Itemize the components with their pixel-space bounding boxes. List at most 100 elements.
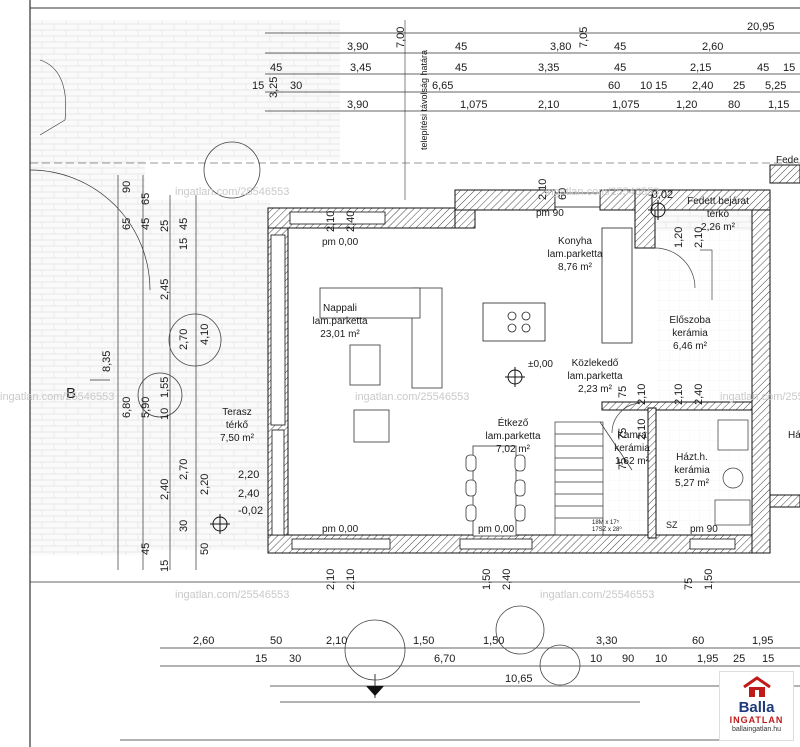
tree-symbols <box>137 141 581 686</box>
dim-top-r4-1: 1,075 <box>460 99 488 111</box>
room-kamra-area: 1,62 m² <box>615 456 650 467</box>
room-kamra-name: Kamra <box>617 430 647 441</box>
dim-top-r2-2: 45 <box>455 62 467 74</box>
dim-left-c3-4: 50 <box>199 543 211 555</box>
kitchen-counter <box>482 227 633 344</box>
watermark-3: ingatlan.com/25546553 <box>355 391 469 403</box>
watermark-6: ingatlan.com/25546553 <box>175 589 289 601</box>
dim-bottom-overall: 10,65 <box>505 673 533 685</box>
dim-top-r3-4: 10 <box>640 80 652 92</box>
dim-top-r1-3: 45 <box>614 41 626 53</box>
dim-bottom-r1-7: 1,95 <box>752 635 773 647</box>
dim-top-r3-6: 2,40 <box>692 80 713 92</box>
dim-top-r3-8: 5,25 <box>765 80 786 92</box>
dim-win-v3-2: 1,50 <box>481 569 493 590</box>
dim-top-r2-6: 45 <box>757 62 769 74</box>
pm-label-4: pm 90 <box>536 208 564 219</box>
terrace-level-2: 2,40 <box>238 488 259 500</box>
room-eloszoba-floor: kerámia <box>672 328 708 339</box>
room-labels: Nappali lam.parketta 23,01 m² Konyha lam… <box>220 196 749 489</box>
dim-left-c3-2: 4,10 <box>199 324 211 345</box>
dim-win-v2-5: 2,10 <box>636 419 648 440</box>
dim-top-v700: 7,00 <box>395 27 407 48</box>
dim-top-r2-0: 45 <box>270 62 282 74</box>
watermark-4: ingatlan.com/25546553 <box>720 391 800 403</box>
room-terasz-name: Terasz <box>222 407 251 418</box>
dim-top-r1-4: 2,60 <box>702 41 723 53</box>
furniture <box>319 287 526 537</box>
dim-bottom-r1-0: 2,60 <box>193 635 214 647</box>
dim-win-v1-1: 2,40 <box>345 211 357 232</box>
dim-top-r2-7: 15 <box>783 62 795 74</box>
room-nappali-floor: lam.parketta <box>312 316 367 327</box>
dim-left-c1-4: 1,55 <box>159 377 171 398</box>
room-etkezo-floor: lam.parketta <box>485 431 540 442</box>
pm-label-1: pm 0,00 <box>322 237 359 248</box>
room-terasz-floor: térkő <box>226 420 249 431</box>
section-marker <box>366 674 384 698</box>
dim-win-v3-1: 2,10 <box>345 569 357 590</box>
room-nappali-name: Nappali <box>323 303 357 314</box>
room-kozlekedo-name: Közlekedő <box>572 358 619 369</box>
room-konyha-name: Konyha <box>558 236 592 247</box>
terrace-level-3: -0,02 <box>238 505 263 517</box>
bottom-dimension-lines <box>160 647 800 703</box>
dim-bottom-r2-2: 6,70 <box>434 653 455 665</box>
window-dimensions: 2,10 2,40 2,10 60 1,20 2,10 2,10 2,40 75… <box>325 179 715 590</box>
dim-win-v3-4: 75 <box>683 578 695 590</box>
balla-logo: Balla INGATLAN ballaingatlan.hu <box>719 671 794 741</box>
door-swings <box>611 247 713 434</box>
dim-win-v2-4: 2,10 <box>636 384 648 405</box>
room-partial-label: Há <box>788 430 800 441</box>
room-kamra-floor: kerámia <box>614 443 650 454</box>
dim-left-c3-0: 45 <box>178 218 190 230</box>
axis-b-label: B <box>66 385 76 402</box>
windows <box>270 192 736 550</box>
dim-bottom-r2-6: 1,95 <box>697 653 718 665</box>
dim-overall-top: 20,95 <box>747 21 775 33</box>
watermarks: ingatlan.com/25546553 ingatlan.com/25546… <box>0 186 800 601</box>
room-konyha-floor: lam.parketta <box>547 249 602 260</box>
dim-left-c3-3: 2,20 <box>199 474 211 495</box>
room-fedett-name: Fedett bejárat <box>687 196 749 207</box>
level-markers <box>210 200 668 534</box>
level-entry: -0,02 <box>648 189 673 201</box>
dim-win-v2-3: 75 <box>617 428 629 440</box>
dim-top-r4-5: 80 <box>728 99 740 111</box>
dim-left-c2-4: 30 <box>178 520 190 532</box>
dim-top-r1-1: 45 <box>455 41 467 53</box>
setback-line-label: telepítési távolság határa <box>419 50 429 150</box>
dim-win-v2-0: 2,10 <box>673 384 685 405</box>
dim-top-r1-2: 3,80 <box>550 41 571 53</box>
dim-win-v2-1: 2,40 <box>693 384 705 405</box>
dim-bottom-r1-4: 1,50 <box>483 635 504 647</box>
dim-top-r3-1: 30 <box>290 80 302 92</box>
dim-top-r3-7: 25 <box>733 80 745 92</box>
dim-left-c1-3: 2,45 <box>159 279 171 300</box>
room-kozlekedo-area: 2,23 m² <box>578 384 613 395</box>
dim-bottom-r2-0: 15 <box>255 653 267 665</box>
room-fedett-area: 2,26 m² <box>701 222 736 233</box>
fedett-partial-label: Fede <box>776 155 799 166</box>
watermark-5: ingatlan.com/25546553 <box>0 391 114 403</box>
dim-left-c1-1: 65 <box>121 218 133 230</box>
dim-top-v705: 7,05 <box>578 27 590 48</box>
dim-left-overall-c: 5,90 <box>140 397 152 418</box>
room-etkezo-name: Étkező <box>498 416 529 429</box>
terrace-level-1: 2,20 <box>238 469 259 481</box>
dim-left-c1-5: 10 <box>159 408 171 420</box>
left-dimensions: 90 65 45 2,45 1,55 10 2,40 45 15 65 25 2… <box>101 181 211 572</box>
sz-label: SZ <box>666 520 678 530</box>
dim-bottom-r2-5: 10 <box>655 653 667 665</box>
dim-top-v325: 3,25 <box>268 77 280 98</box>
dim-left-c1-2: 45 <box>140 218 152 230</box>
stairs-label: 18M x 17⁵ <box>592 519 620 526</box>
misc-labels: pm 0,00 pm 0,00 pm 0,00 pm 90 pm 90 ±0,0… <box>66 155 800 535</box>
level-center: ±0,00 <box>528 359 553 370</box>
dim-top-r2-5: 2,15 <box>690 62 711 74</box>
dim-left-c1-7: 45 <box>140 543 152 555</box>
dim-win-v1-0: 2,10 <box>325 211 337 232</box>
dim-left-c2-0: 65 <box>140 193 152 205</box>
dim-bottom-r2-7: 25 <box>733 653 745 665</box>
